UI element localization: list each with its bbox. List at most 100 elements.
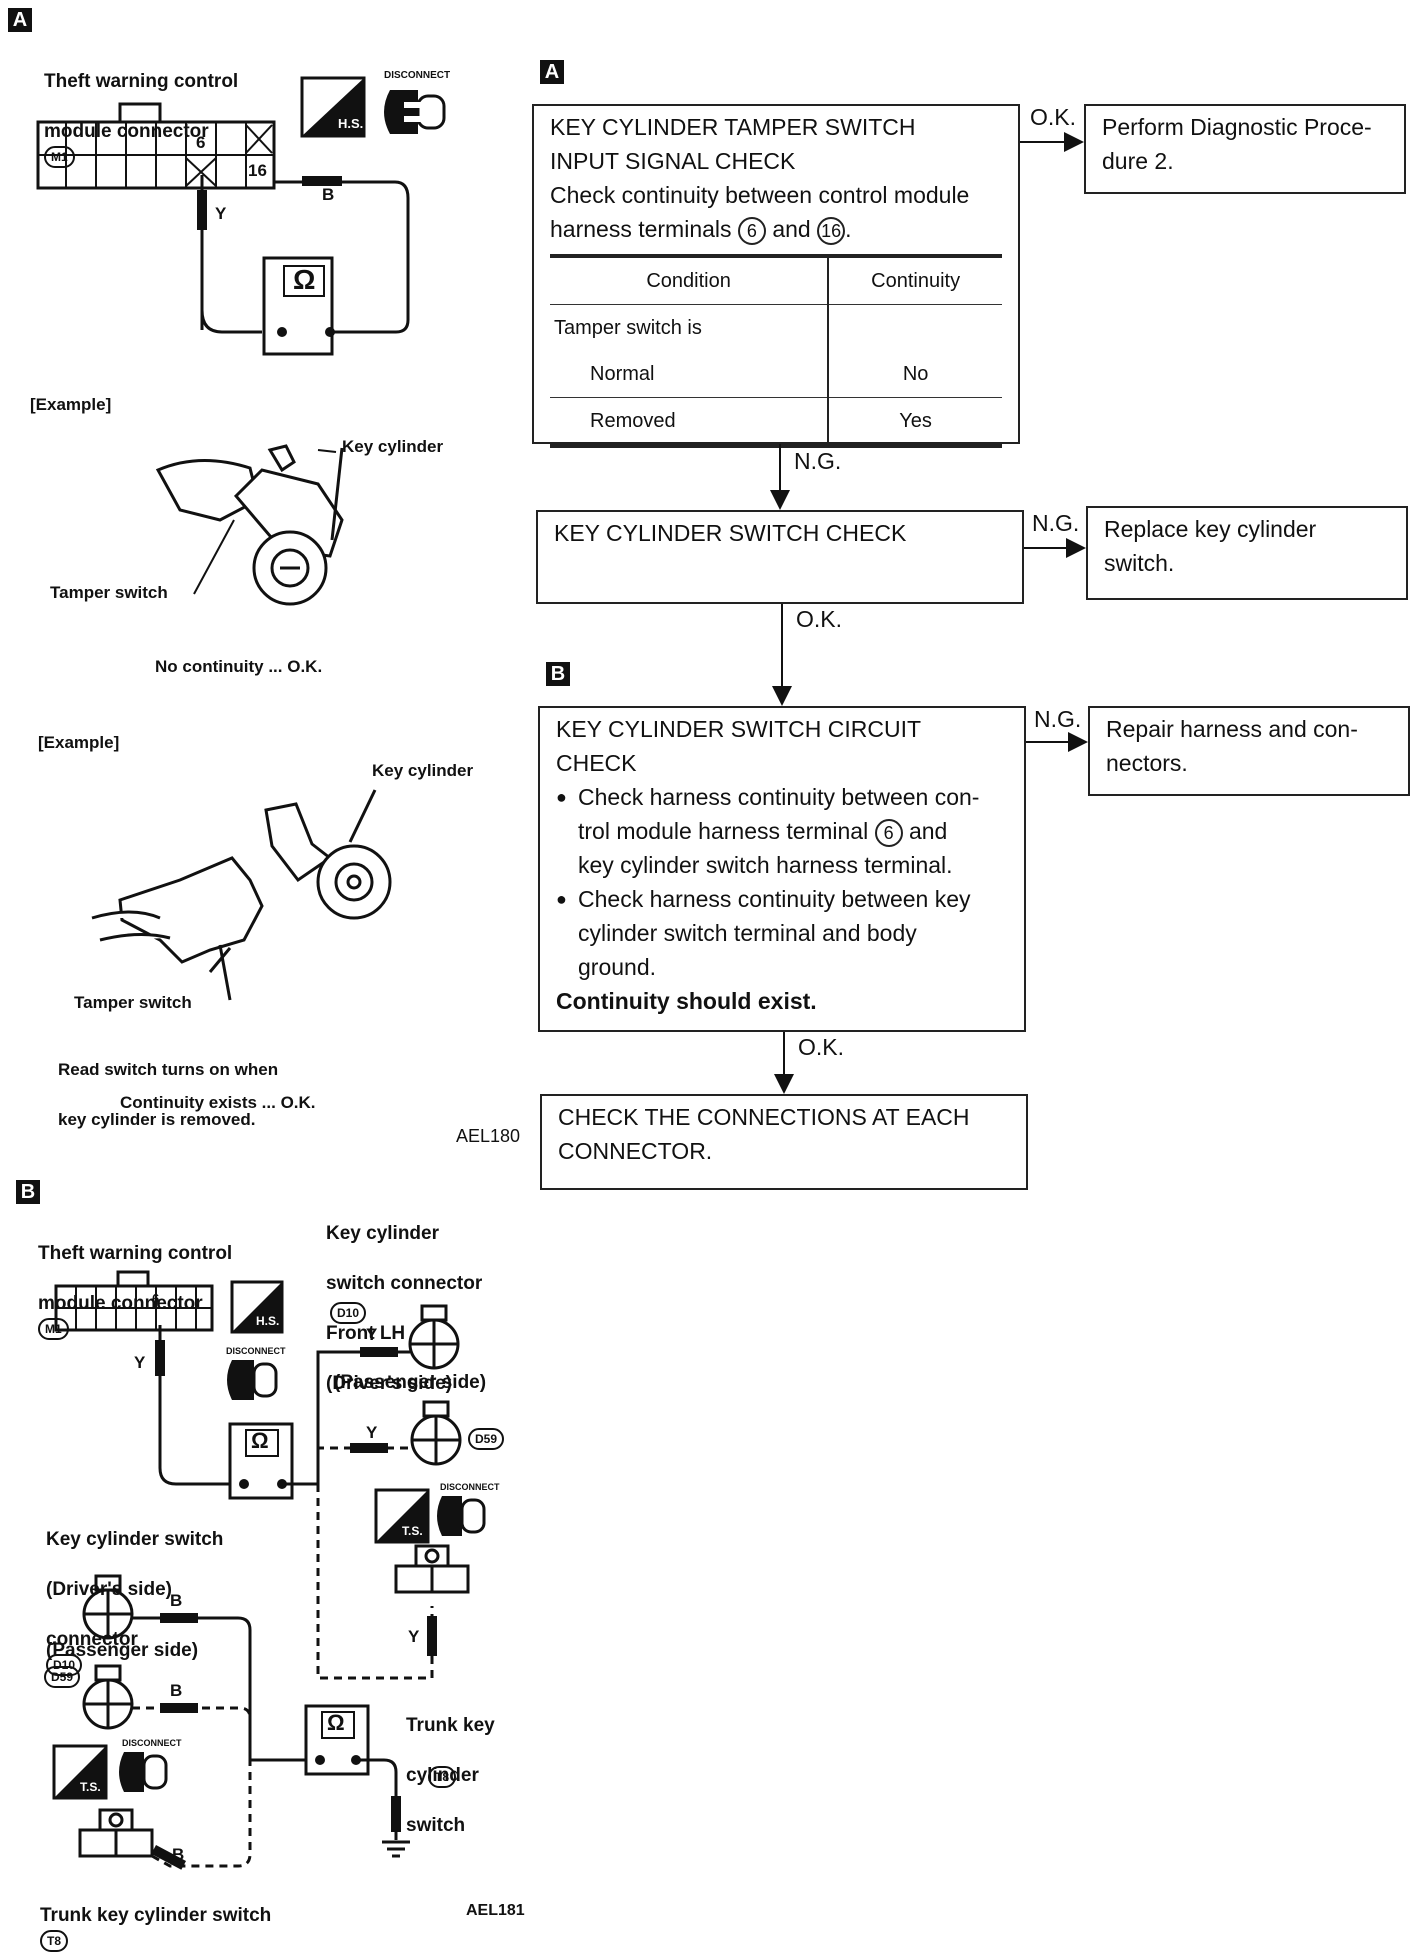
trunk-switch-label: Trunk key cylinder switch [406, 1688, 495, 1838]
harness-side-icon [300, 76, 366, 138]
wire-y3-label: Y [366, 1423, 378, 1442]
disconnect-text-top: DISCONNECT [440, 1482, 500, 1492]
check-line: ground. [578, 954, 657, 980]
label-line: connector [46, 1629, 138, 1650]
replace-key-cylinder-box: Replace key cylinder switch. [1086, 506, 1408, 600]
ohm-symbol-a: Ω [293, 264, 316, 295]
connector-badge: M1 [44, 145, 75, 168]
ok-label-2: O.K. [796, 606, 843, 632]
check-line: Check harness continuity between con- [578, 784, 980, 810]
test-switch-icon [52, 1744, 108, 1800]
passenger-side-switch-symbol [82, 1664, 134, 1730]
label-line: Trunk key [406, 1715, 495, 1736]
note-line: key cylinder is removed. [58, 1110, 256, 1129]
kc-switch-connector-label: Key cylinder switch connector Front LH (… [326, 1196, 482, 1396]
ng-label-1: N.G. [794, 448, 842, 474]
final-line: CHECK THE CONNECTIONS AT EACH [558, 1104, 970, 1130]
wire-b-label: B [322, 185, 335, 204]
label-line: (Driver's side) [326, 1373, 452, 1394]
label-line: switch connector [326, 1273, 483, 1294]
table-row: Removed Yes [550, 397, 1002, 448]
hs-text-b: H.S. [256, 1314, 280, 1328]
result-line: Perform Diagnostic Proce- [1102, 114, 1372, 140]
table-row: Tamper switch is [550, 304, 1002, 351]
wire-y4-label: Y [408, 1627, 420, 1646]
label-line: Front LH [326, 1323, 406, 1344]
ok-label-1: O.K. [1030, 104, 1077, 130]
continuity-conclusion: Continuity should exist. [556, 988, 817, 1014]
test-switch-icon [374, 1488, 430, 1544]
harness-side-icon [230, 1280, 284, 1334]
badge-d59: D59 [468, 1428, 505, 1450]
module-connector-b [54, 1270, 214, 1332]
header-condition: Condition [550, 254, 829, 305]
ok-label-3: O.K. [798, 1034, 845, 1060]
desc-line: harness terminals [550, 216, 732, 242]
check-item-2: Check harness continuity between key cyl… [556, 882, 1008, 984]
final-line: CONNECTOR. [558, 1138, 713, 1164]
ohmmeter-b1 [228, 1422, 294, 1500]
label-line: Trunk key cylinder switch [40, 1905, 272, 1926]
and-text: and [772, 216, 811, 242]
badge-d10: D10 [330, 1302, 367, 1324]
flow-tag-a: A [540, 60, 564, 84]
perform-procedure-2-box: Perform Diagnostic Proce- dure 2. [1084, 104, 1406, 194]
terminal-16-badge: 16 [817, 216, 846, 245]
flow-tag-b: B [546, 662, 570, 686]
title-line: CHECK [556, 750, 637, 776]
desc-line: Check continuity between control module [550, 182, 970, 208]
ref-ael180: AEL180 [456, 1126, 521, 1146]
label-line: Theft warning control [44, 71, 239, 92]
disconnect-icon [437, 1496, 486, 1536]
trunk-connector-lower [78, 1808, 154, 1858]
disconnect-icon [227, 1360, 278, 1400]
passenger-side-label-2: (Passenger side) [46, 1640, 199, 1661]
badge-t8: T8 [428, 1766, 457, 1788]
badge-d59-top: D59 [468, 1428, 505, 1450]
result-line: Repair harness and con- [1106, 716, 1358, 742]
ground-symbol [382, 1840, 410, 1858]
table-header-row: Condition Continuity [550, 254, 1002, 305]
trunk-switch-bottom-label: Trunk key cylinder switch T8 [40, 1878, 271, 1953]
disconnect-icon [119, 1752, 168, 1792]
table-cell [827, 304, 1002, 351]
passenger-side-connector-symbol [410, 1400, 462, 1466]
pin-6-label: 6 [196, 133, 206, 152]
table-cell: No [827, 351, 1002, 398]
tamper-switch-check-box: KEY CYLINDER TAMPER SWITCH INPUT SIGNAL … [532, 104, 1020, 448]
pin-16-label: 16 [248, 161, 267, 180]
check-line: key cylinder switch harness terminal. [578, 852, 953, 878]
result-no-continuity: No continuity ... O.K. [155, 657, 323, 676]
badge-t8: T8 [40, 1929, 69, 1952]
ohm-symbol-b1: Ω [251, 1428, 269, 1453]
table-group-label: Tamper switch is [554, 317, 702, 339]
result-line: nectors. [1106, 750, 1188, 776]
tamper-switch-label-1: Tamper switch [50, 583, 168, 602]
key-switch-driver-label: Key cylinder switch (Driver's side) conn… [46, 1502, 223, 1677]
check-line: Check harness continuity between key [578, 886, 971, 912]
check-connections-box: CHECK THE CONNECTIONS AT EACH CONNECTOR. [540, 1094, 1028, 1190]
terminal-6-badge: 6 [737, 216, 766, 245]
hs-text-a: H.S. [338, 116, 364, 131]
continuity-table: Condition Continuity Tamper switch is No… [550, 254, 1002, 448]
check-line: cylinder switch terminal and body [578, 920, 917, 946]
result-line: Replace key cylinder [1104, 516, 1317, 542]
driver-side-connector-symbol [408, 1304, 460, 1370]
wire-y2-label: Y [366, 1325, 378, 1344]
key-cylinder-switch-check-box: KEY CYLINDER SWITCH CHECK [536, 510, 1024, 604]
ng-label-2: N.G. [1032, 510, 1080, 536]
disconnect-text-a: DISCONNECT [384, 70, 451, 81]
wire-b3-label: B [172, 1845, 185, 1864]
passenger-side-label: (Passenger side) [334, 1372, 487, 1393]
title-line: KEY CYLINDER SWITCH CIRCUIT [556, 716, 922, 742]
disconnect-text-b: DISCONNECT [226, 1346, 286, 1356]
ng-label-3: N.G. [1034, 706, 1082, 732]
box1-title: KEY CYLINDER TAMPER SWITCH INPUT SIGNAL … [550, 110, 1002, 246]
box2-title: KEY CYLINDER SWITCH CHECK [554, 520, 907, 546]
header-continuity: Continuity [827, 254, 1002, 305]
key-cylinder-illustration-2 [91, 789, 392, 1001]
ref-ael181: AEL181 [466, 1902, 525, 1919]
ts-text-top: T.S. [402, 1524, 423, 1538]
